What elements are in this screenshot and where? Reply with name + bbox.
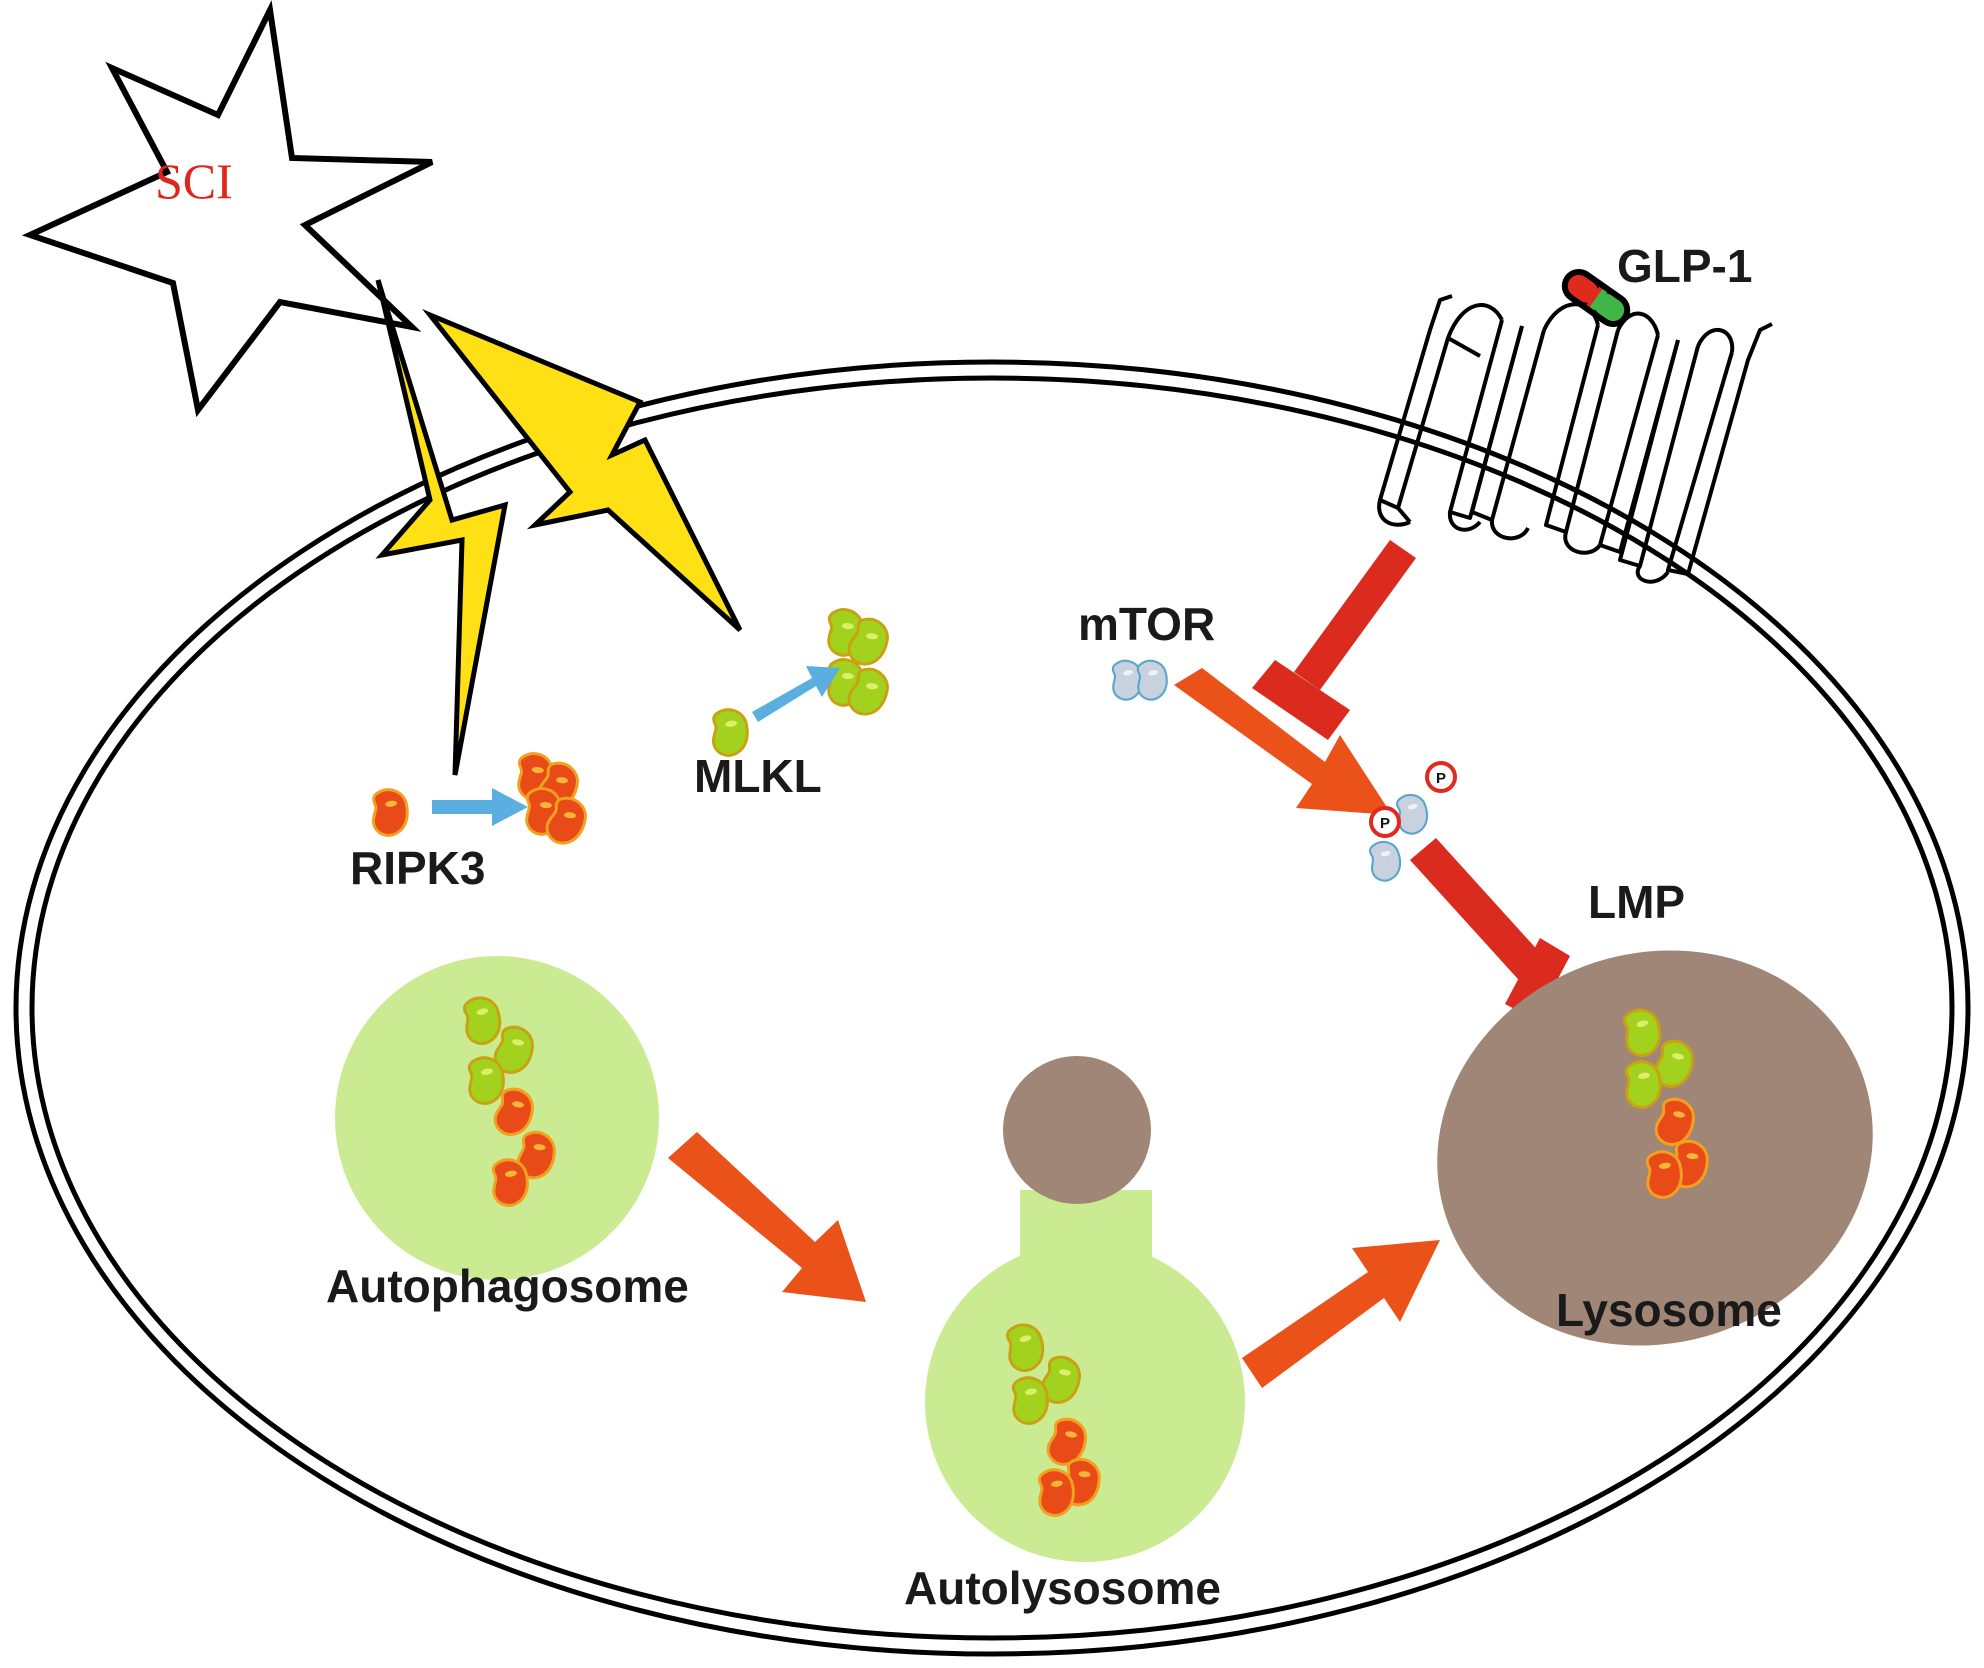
lmp-label: LMP xyxy=(1588,876,1685,928)
autophagosome-label: Autophagosome xyxy=(326,1260,689,1312)
lightning-bolt-icon xyxy=(375,279,743,776)
phospho-badge-icon: P xyxy=(1425,761,1457,793)
phospho-mtor-group: P P xyxy=(1366,761,1457,884)
glp1-label: GLP-1 xyxy=(1617,240,1752,292)
svg-text:P: P xyxy=(1380,815,1390,832)
autolysosome xyxy=(925,1056,1245,1562)
fusion-arrow xyxy=(668,1132,866,1302)
lysosome-label: Lysosome xyxy=(1556,1284,1782,1336)
mlkl-translocation-arrow xyxy=(752,666,840,722)
ripk3-translocation-arrow xyxy=(432,788,528,826)
glp1-inhibition-arrow xyxy=(1252,540,1416,740)
lysosome xyxy=(1437,950,1873,1346)
mtor-protein-icon xyxy=(1109,658,1170,701)
mlkl-label: MLKL xyxy=(694,750,822,802)
gpcr-receptor-icon xyxy=(1377,294,1773,584)
mtor-activation-arrow xyxy=(1174,668,1392,815)
glp1-capsule-icon xyxy=(1561,268,1631,328)
degradation-arrow xyxy=(1242,1240,1440,1388)
ripk3-protein-icon xyxy=(369,748,591,848)
sci-label: SCI xyxy=(155,153,233,209)
svg-text:P: P xyxy=(1436,770,1446,787)
lmp-inhibition-arrow xyxy=(1410,838,1570,1020)
autolysosome-label: Autolysosome xyxy=(904,1562,1221,1614)
sci-starburst-icon: SCI xyxy=(21,0,434,418)
mtor-label: mTOR xyxy=(1078,598,1215,650)
autophagosome xyxy=(335,956,659,1280)
phospho-badge-icon: P xyxy=(1369,806,1401,838)
cell-membrane xyxy=(13,359,1971,1657)
ripk3-label: RIPK3 xyxy=(350,842,485,894)
